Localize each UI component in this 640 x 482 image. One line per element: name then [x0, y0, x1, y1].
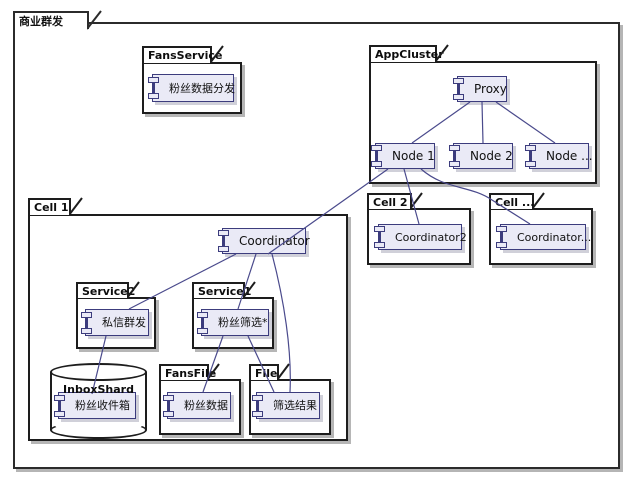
component-filter-result-label: 筛选结果: [273, 399, 317, 412]
package-service-1-tab: Service1: [192, 282, 251, 298]
component-interface-icon: [148, 77, 159, 99]
package-cell-1-label: Cell 1: [34, 201, 69, 214]
package-app-cluster-label: AppCluster: [375, 48, 444, 61]
database-top-ellipse: [50, 363, 147, 381]
component-fans-data-dispatch[interactable]: 粉丝数据分发: [148, 74, 235, 102]
cell-more-tab-fold-icon: [532, 192, 545, 210]
component-coordinator-more[interactable]: Coordinator...: [496, 224, 591, 250]
page-title: 商业群发: [19, 14, 63, 28]
component-interface-icon: [54, 394, 65, 417]
component-interface-icon: [449, 145, 460, 167]
component-fans-data-label: 粉丝数据: [184, 399, 228, 412]
package-cell-1-tab: Cell 1: [28, 198, 71, 215]
component-interface-icon: [81, 311, 92, 334]
component-fans-filter[interactable]: 粉丝筛选*: [197, 309, 269, 336]
component-node-more[interactable]: Node ...: [525, 143, 593, 169]
component-node-1-label: Node 1: [392, 149, 435, 163]
file-tab-fold-icon: [277, 363, 290, 381]
component-fans-inbox-label: 粉丝收件箱: [75, 399, 130, 412]
component-node-2[interactable]: Node 2: [449, 143, 513, 169]
package-cell-more-tab: Cell ...: [489, 193, 534, 209]
component-interface-icon: [525, 145, 536, 167]
component-coordinator[interactable]: Coordinator: [218, 228, 310, 254]
component-coordinator-2-label: Coordinator2: [395, 230, 467, 244]
component-fans-data[interactable]: 粉丝数据: [163, 392, 231, 419]
component-interface-icon: [163, 394, 174, 417]
package-fans-service-label: FansService: [148, 49, 223, 62]
component-fans-filter-label: 粉丝筛选*: [218, 316, 268, 329]
component-filter-result[interactable]: 筛选结果: [252, 392, 320, 419]
app-cluster-tab-fold-icon: [435, 44, 449, 63]
package-fans-file-tab: FansFile: [159, 364, 216, 380]
component-fans-inbox[interactable]: 粉丝收件箱: [54, 392, 136, 419]
component-interface-icon: [252, 394, 263, 417]
package-service-2-label: Service2: [82, 284, 136, 298]
service-2-tab-fold-icon: [127, 281, 140, 299]
cell-1-tab-fold-icon: [69, 197, 83, 216]
title-tab-fold-icon: [87, 10, 102, 30]
database-inbox-shard-label: InboxShard: [63, 383, 134, 396]
package-file-label: File: [255, 366, 278, 380]
component-interface-icon: [197, 311, 208, 334]
component-coordinator-2[interactable]: Coordinator2: [374, 224, 467, 250]
component-interface-icon: [371, 145, 382, 167]
component-node-2-label: Node 2: [470, 149, 513, 163]
component-interface-icon: [496, 226, 507, 248]
package-service-2-tab: Service2: [76, 282, 135, 298]
component-coordinator-label: Coordinator: [239, 234, 310, 248]
package-app-cluster-tab: AppCluster: [369, 45, 444, 62]
database-bottom-ellipse: [50, 421, 147, 439]
component-fans-data-dispatch-label: 粉丝数据分发: [169, 81, 235, 95]
component-proxy[interactable]: Proxy: [453, 76, 507, 102]
component-interface-icon: [374, 226, 385, 248]
package-cell-more-label: Cell ...: [495, 195, 535, 209]
fans-file-tab-fold-icon: [207, 363, 220, 381]
cell-2-tab-fold-icon: [410, 192, 423, 210]
component-private-msg-broadcast[interactable]: 私信群发: [81, 309, 149, 336]
diagram-title-tab: 商业群发: [13, 11, 89, 29]
component-interface-icon: [218, 230, 229, 252]
component-interface-icon: [453, 78, 464, 100]
service-1-tab-fold-icon: [243, 281, 256, 299]
package-fans-service-tab: FansService: [142, 46, 222, 63]
component-coordinator-more-label: Coordinator...: [517, 230, 592, 244]
package-cell-2-label: Cell 2: [373, 195, 408, 209]
fans-service-tab-fold-icon: [210, 45, 224, 64]
package-cell-2-tab: Cell 2: [367, 193, 412, 209]
component-node-more-label: Node ...: [546, 149, 593, 163]
package-file-tab: File: [249, 364, 279, 380]
component-private-msg-broadcast-label: 私信群发: [102, 316, 146, 329]
component-proxy-label: Proxy: [474, 82, 507, 96]
component-node-1[interactable]: Node 1: [371, 143, 435, 169]
